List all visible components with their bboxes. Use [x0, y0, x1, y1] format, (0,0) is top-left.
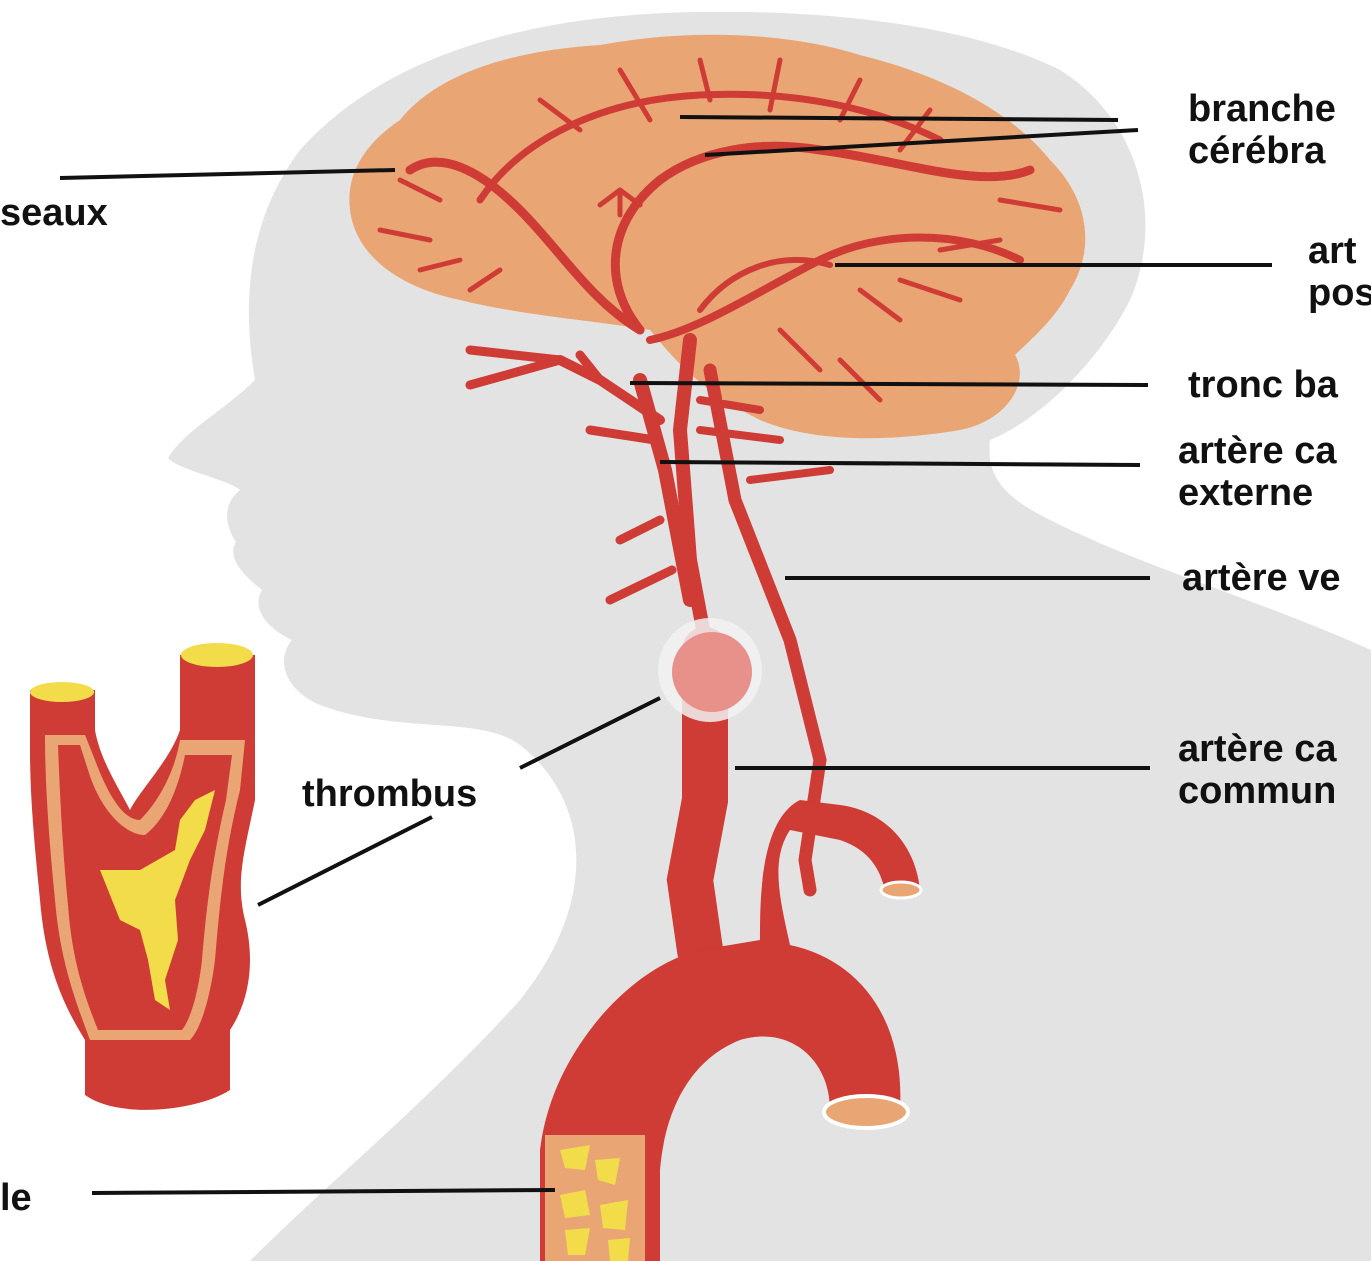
label-carotide-externe-line2: externe [1178, 472, 1336, 514]
label-branches-cerebrales: branche cérébra [1188, 88, 1336, 172]
label-thrombus: thrombus [302, 773, 477, 815]
label-bottom-left: le [0, 1177, 32, 1219]
label-tronc-basilaire: tronc ba [1188, 364, 1338, 406]
label-carotide-commune: artère ca commun [1178, 728, 1336, 812]
vessel-inset [30, 643, 255, 1110]
label-carotide-externe: artère ca externe [1178, 430, 1336, 514]
thrombus [672, 632, 752, 712]
label-art-post-line1: art [1308, 230, 1371, 272]
label-carotide-externe-line1: artère ca [1178, 430, 1336, 472]
label-carotide-commune-line1: artère ca [1178, 728, 1336, 770]
label-branches-line1: branche [1188, 88, 1336, 130]
label-carotide-commune-line2: commun [1178, 770, 1336, 812]
label-art-post-line2: pos [1308, 272, 1371, 314]
aorta-plaque-section [545, 1135, 645, 1261]
label-artere-vertebrale: artère ve [1182, 557, 1340, 599]
label-artere-posterieure: art pos [1308, 230, 1371, 314]
label-vaisseaux: seaux [0, 192, 108, 234]
label-branches-line2: cérébra [1188, 130, 1336, 172]
